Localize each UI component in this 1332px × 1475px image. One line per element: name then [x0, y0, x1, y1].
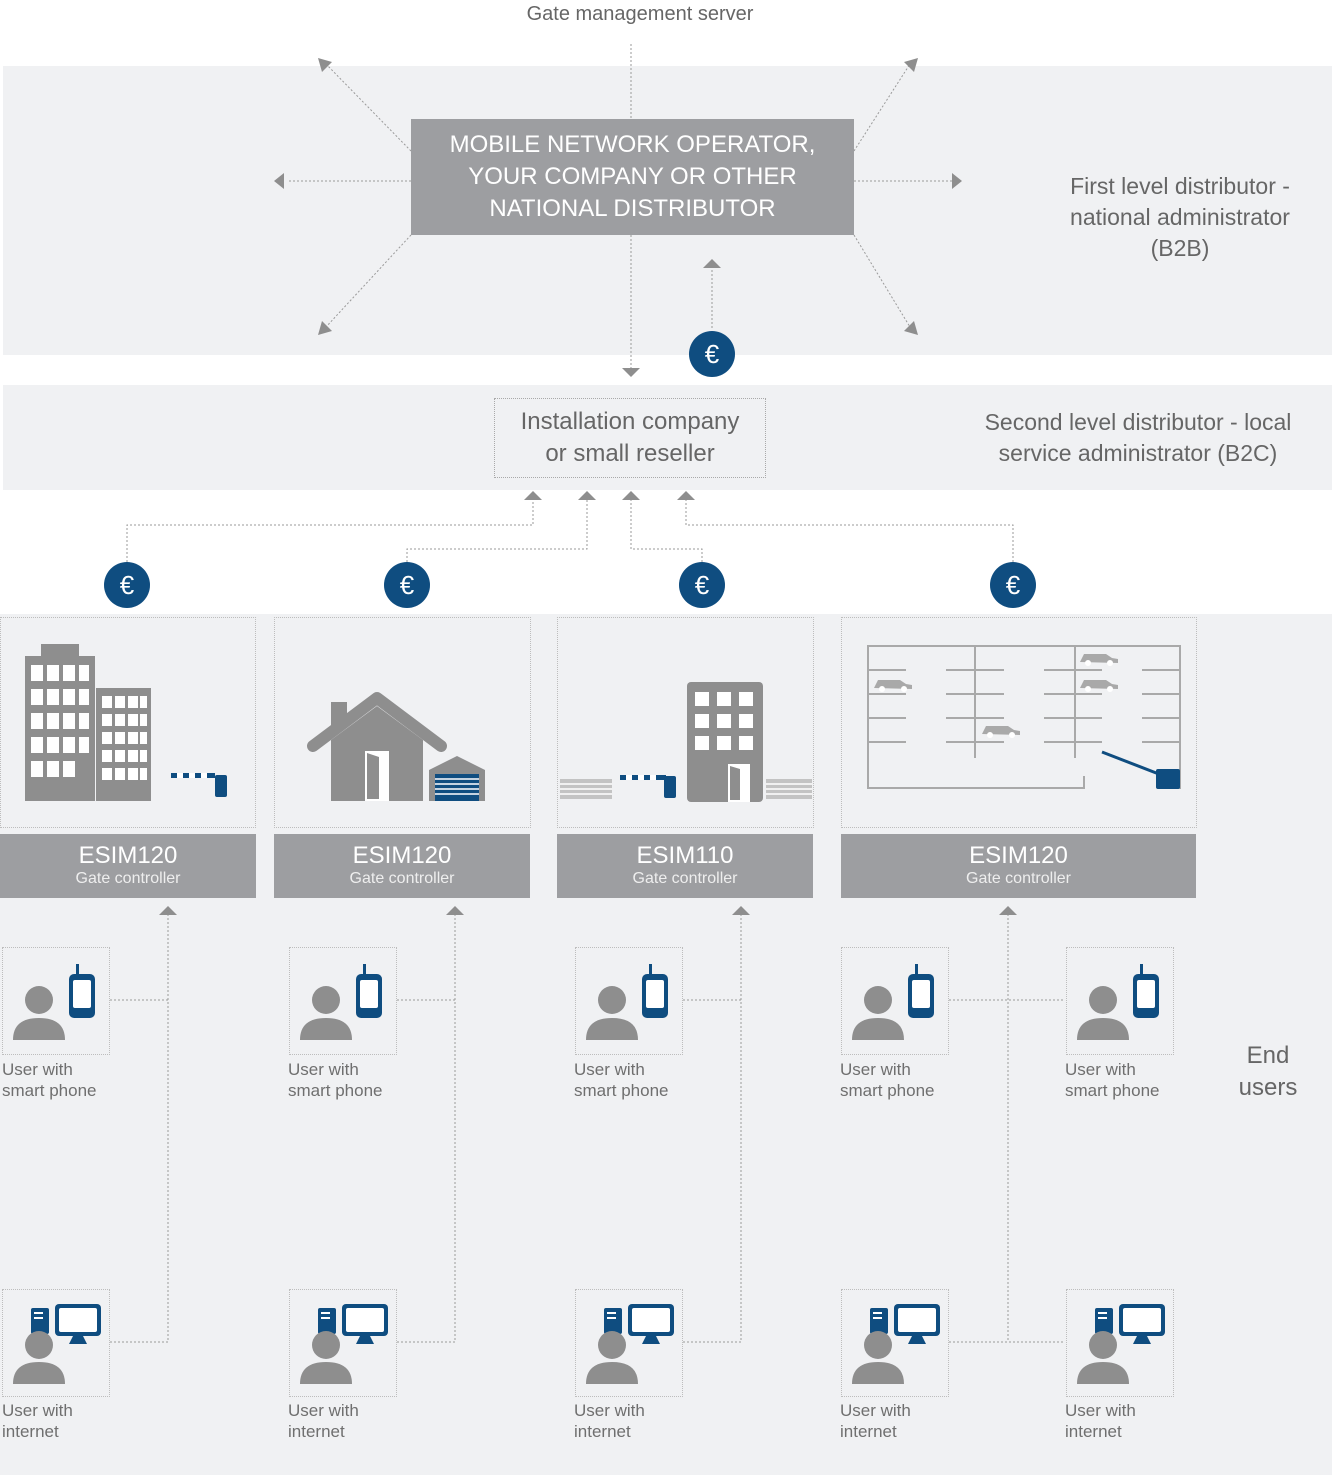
smartphone-user-box: [289, 947, 397, 1055]
user-computer-icon: [852, 1304, 940, 1384]
controller-model: ESIM120: [969, 842, 1068, 869]
smartphone-user-box: [841, 947, 949, 1055]
user-label-line-1: User with: [574, 1060, 645, 1079]
site-house: [274, 617, 531, 828]
national-distributor-box: MOBILE NETWORK OPERATOR, YOUR COMPANY OR…: [411, 119, 854, 235]
first-level-line-2: national administrator: [1070, 204, 1290, 230]
user-label-line-2: internet: [840, 1422, 897, 1441]
smartphone-user-box: [2, 947, 110, 1055]
operator-line-3: NATIONAL DISTRIBUTOR: [489, 195, 776, 222]
internet-user-box: [1066, 1289, 1174, 1397]
user-computer-icon: [13, 1304, 101, 1384]
first-level-line-3: (B2B): [1150, 235, 1210, 261]
smartphone-user-label: User with smart phone: [840, 1059, 935, 1101]
internet-user-box: [2, 1289, 110, 1397]
euro-payment-icon: €: [104, 562, 150, 608]
user-label-line-2: internet: [288, 1422, 345, 1441]
user-smartphone-icon: [852, 964, 934, 1040]
user-label-line-2: smart phone: [288, 1081, 383, 1100]
user-label-line-2: smart phone: [840, 1081, 935, 1100]
gate-management-server-label: Gate management server: [526, 3, 754, 25]
user-smartphone-icon: [586, 964, 668, 1040]
user-label-line-1: User with: [840, 1401, 911, 1420]
second-level-band: [3, 385, 1332, 490]
internet-user-label: User with internet: [574, 1400, 645, 1442]
end-users-line-2: users: [1238, 1074, 1298, 1101]
user-smartphone-icon: [13, 964, 95, 1040]
reseller-box: Installation company or small reseller: [494, 398, 766, 478]
gate-controller-1: ESIM120 Gate controller: [0, 834, 256, 898]
second-level-line-1: Second level distributor - local: [984, 409, 1292, 435]
controller-subtitle: Gate controller: [966, 870, 1071, 887]
user-label-line-2: smart phone: [1065, 1081, 1160, 1100]
smartphone-user-label: User with smart phone: [1065, 1059, 1160, 1101]
parking-lot-icon: [867, 645, 1181, 789]
internet-user-box: [841, 1289, 949, 1397]
user-label-line-1: User with: [1065, 1401, 1136, 1420]
first-level-label: First level distributor - national admin…: [1040, 171, 1320, 264]
user-label-line-2: internet: [2, 1422, 59, 1441]
smartphone-user-box: [575, 947, 683, 1055]
gate-controller-3: ESIM110 Gate controller: [557, 834, 813, 898]
user-label-line-1: User with: [574, 1401, 645, 1420]
controller-model: ESIM120: [78, 842, 178, 869]
controller-subtitle: Gate controller: [632, 870, 738, 887]
second-level-line-2: service administrator (B2C): [998, 440, 1278, 466]
operator-line-1: MOBILE NETWORK OPERATOR,: [449, 131, 816, 158]
user-computer-icon: [300, 1304, 388, 1384]
first-level-line-1: First level distributor -: [1070, 173, 1290, 199]
user-label-line-1: User with: [288, 1401, 359, 1420]
euro-payment-icon: €: [689, 331, 735, 377]
second-level-label: Second level distributor - local service…: [958, 407, 1318, 469]
building-with-barrier-icon: [560, 682, 812, 802]
internet-user-box: [575, 1289, 683, 1397]
reseller-line-2: or small reseller: [545, 440, 715, 467]
internet-user-label: User with internet: [288, 1400, 359, 1442]
end-users-label: End users: [1222, 1040, 1314, 1104]
user-label-line-2: internet: [1065, 1422, 1122, 1441]
internet-user-box: [289, 1289, 397, 1397]
internet-user-label: User with internet: [840, 1400, 911, 1442]
office-buildings-icon: [25, 644, 227, 801]
user-label-line-2: internet: [574, 1422, 631, 1441]
user-computer-icon: [1077, 1304, 1165, 1384]
gate-controller-2: ESIM120 Gate controller: [274, 834, 530, 898]
smartphone-user-box: [1066, 947, 1174, 1055]
user-smartphone-icon: [300, 964, 382, 1040]
site-building-fence: [557, 617, 814, 828]
euro-payment-icon: €: [384, 562, 430, 608]
controller-model: ESIM120: [352, 842, 452, 869]
user-label-line-2: smart phone: [2, 1081, 97, 1100]
user-label-line-1: User with: [1065, 1060, 1136, 1079]
smartphone-user-label: User with smart phone: [574, 1059, 669, 1101]
gate-controller-4: ESIM120 Gate controller: [841, 834, 1196, 898]
user-label-line-1: User with: [2, 1060, 73, 1079]
user-label-line-1: User with: [288, 1060, 359, 1079]
operator-line-2: YOUR COMPANY OR OTHER: [468, 163, 797, 190]
euro-payment-icon: €: [990, 562, 1036, 608]
user-smartphone-icon: [1077, 964, 1159, 1040]
user-label-line-2: smart phone: [574, 1081, 669, 1100]
internet-user-label: User with internet: [1065, 1400, 1136, 1442]
smartphone-user-label: User with smart phone: [288, 1059, 383, 1101]
controller-model: ESIM110: [636, 842, 734, 869]
user-label-line-1: User with: [2, 1401, 73, 1420]
site-parking: [841, 617, 1197, 828]
controller-subtitle: Gate controller: [349, 870, 455, 887]
user-computer-icon: [586, 1304, 674, 1384]
house-with-garage-icon: [307, 692, 485, 801]
site-office: [0, 617, 256, 828]
reseller-line-1: Installation company: [520, 408, 740, 435]
euro-payment-icon: €: [679, 562, 725, 608]
user-label-line-1: User with: [840, 1060, 911, 1079]
smartphone-user-label: User with smart phone: [2, 1059, 97, 1101]
end-users-line-1: End: [1246, 1042, 1290, 1069]
controller-subtitle: Gate controller: [75, 870, 181, 887]
internet-user-label: User with internet: [2, 1400, 73, 1442]
